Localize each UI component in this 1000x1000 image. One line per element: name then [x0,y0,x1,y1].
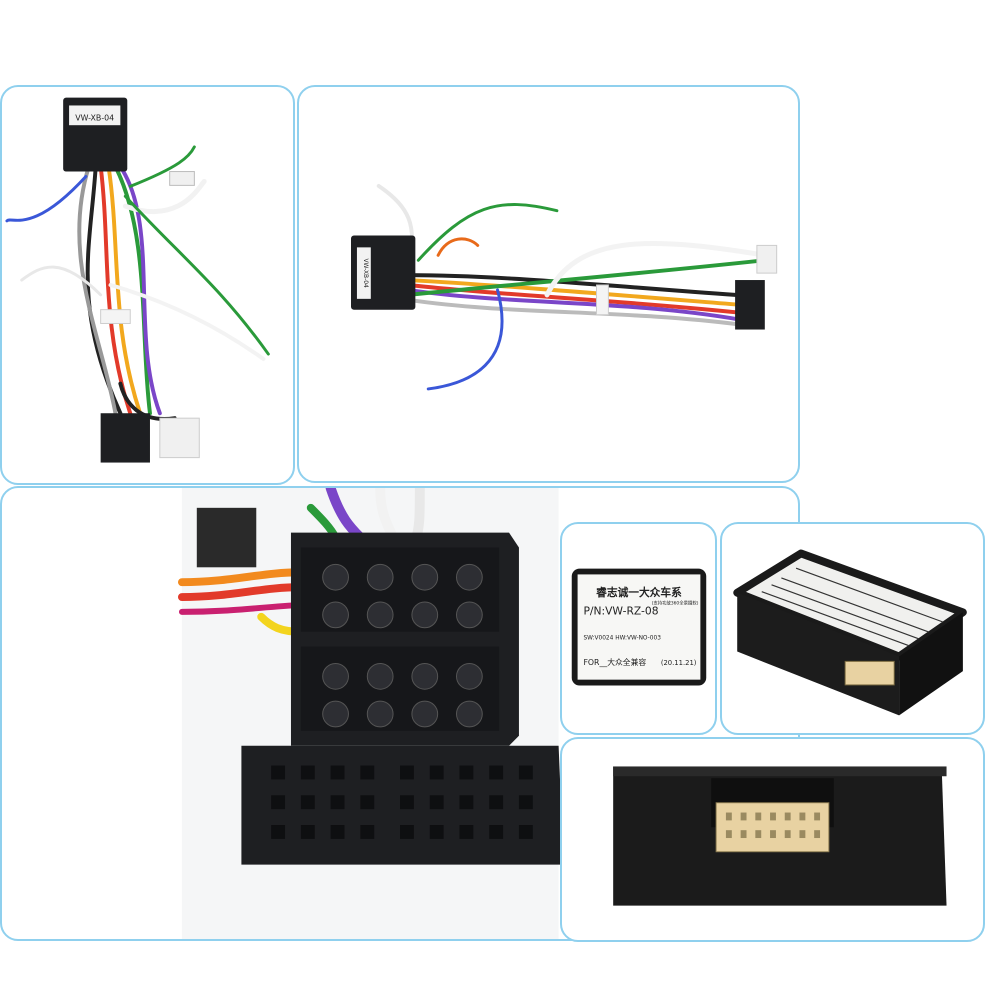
module-label-compat: FOR__大众全兼容 [583,657,646,667]
photo-module-side [560,737,985,942]
top-right-connector-tag: VW-XB-04 [362,258,369,288]
photo-harness-vertical: VW-XB-04 [0,85,295,485]
photo-module-label: 睿志诚一大众车系 P/N:VW-RZ-08 (支持功放360全景摄软) SW:V… [560,522,717,735]
module-angled-illustration [733,549,967,716]
bottom-white-connector [159,417,200,459]
module-label-brand: 睿志诚一大众车系 [596,586,682,599]
top-left-connector-tag: VW-XB-04 [75,113,114,122]
harness-horizontal-illustration: VW-XB-04 [351,184,778,391]
right-black-connector [735,280,765,330]
harness-vertical-illustration: VW-XB-04 [5,97,270,463]
module-label-part-number: P/N:VW-RZ-08 [583,604,658,617]
module-pin-header [715,802,830,853]
photo-harness-horizontal: VW-XB-04 [297,85,800,483]
connector-closeup-illustration [177,488,564,939]
module-sticker [577,574,701,680]
iso-connector [241,532,564,865]
module-label-version: SW:V0024 HW:VW-NO-003 [583,636,661,642]
module-side-illustration [613,766,947,906]
photo-module-angled [720,522,985,735]
module-pin-header-angled [844,660,895,686]
right-white-connector [756,244,778,274]
module-label-date: (20.11.21) [661,659,697,667]
module-label-illustration: 睿志诚一大众车系 P/N:VW-RZ-08 (支持功放360全景摄软) SW:V… [571,568,707,686]
module-label-support: (支持功放360全景摄软) [652,600,699,607]
bottom-black-connector [100,413,150,463]
